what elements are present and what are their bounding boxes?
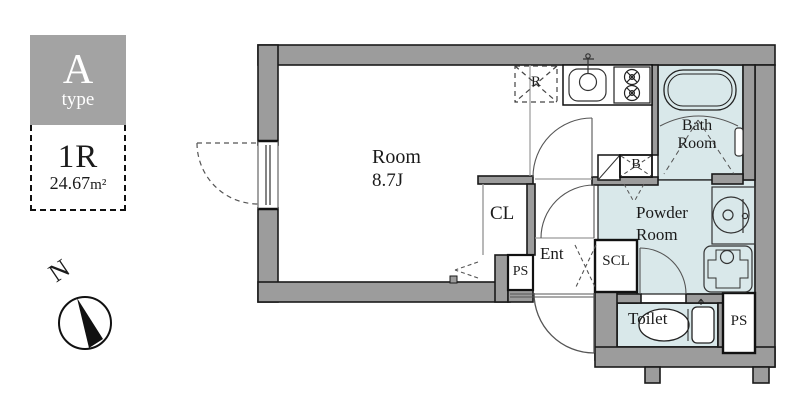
closet-front-line bbox=[454, 184, 484, 279]
compass-needle bbox=[77, 298, 103, 348]
utility-box bbox=[597, 154, 621, 181]
type-letter: A bbox=[62, 46, 94, 93]
compass bbox=[58, 296, 112, 350]
refrigerator-label: R bbox=[530, 74, 541, 90]
floor-boundary-lines bbox=[529, 65, 594, 239]
bathtub-icon bbox=[663, 69, 737, 111]
closet-label: CL bbox=[490, 203, 515, 224]
door-swings bbox=[532, 117, 687, 354]
washbasin-icon bbox=[711, 186, 756, 245]
shoe-closet-box bbox=[574, 238, 639, 294]
sink-icon bbox=[568, 53, 607, 102]
pipe-space-toilet-box bbox=[721, 291, 757, 355]
area-label: 24.67m² bbox=[49, 173, 107, 194]
entrance-threshold bbox=[510, 293, 594, 298]
room-label: Room bbox=[372, 146, 421, 168]
entrance-label: Ent bbox=[540, 244, 564, 263]
toilet-door bbox=[639, 247, 687, 295]
type-word: type bbox=[61, 89, 95, 111]
room-size-label: 8.7J bbox=[372, 170, 404, 191]
pipe-space-entrance-label: PS bbox=[512, 264, 529, 279]
type-badge: A type bbox=[30, 35, 126, 125]
bath-door bbox=[659, 115, 744, 175]
stove-icon bbox=[613, 66, 651, 104]
toilet-icon bbox=[638, 298, 715, 344]
kitchen-door bbox=[532, 117, 593, 178]
area-unit: m² bbox=[90, 177, 107, 194]
storage-b-label: B bbox=[631, 157, 641, 172]
pipe-space-toilet-label: PS bbox=[730, 313, 748, 329]
entrance-door bbox=[533, 292, 595, 354]
shoe-closet-label: SCL bbox=[602, 253, 630, 269]
layout-info-box: 1R 24.67m² bbox=[30, 125, 126, 211]
kitchen-counter bbox=[562, 53, 653, 106]
refrigerator-space bbox=[514, 65, 558, 103]
storage-b-box bbox=[619, 154, 653, 203]
walls bbox=[257, 44, 776, 384]
layout-label: 1R bbox=[57, 138, 99, 175]
pipe-space-entrance-box bbox=[506, 253, 535, 292]
balcony-window bbox=[196, 139, 279, 211]
balcony-door-swing bbox=[196, 142, 259, 205]
toilet-label: Toilet bbox=[628, 309, 668, 328]
washing-machine-icon bbox=[703, 245, 753, 293]
powder-room-door bbox=[540, 184, 595, 239]
